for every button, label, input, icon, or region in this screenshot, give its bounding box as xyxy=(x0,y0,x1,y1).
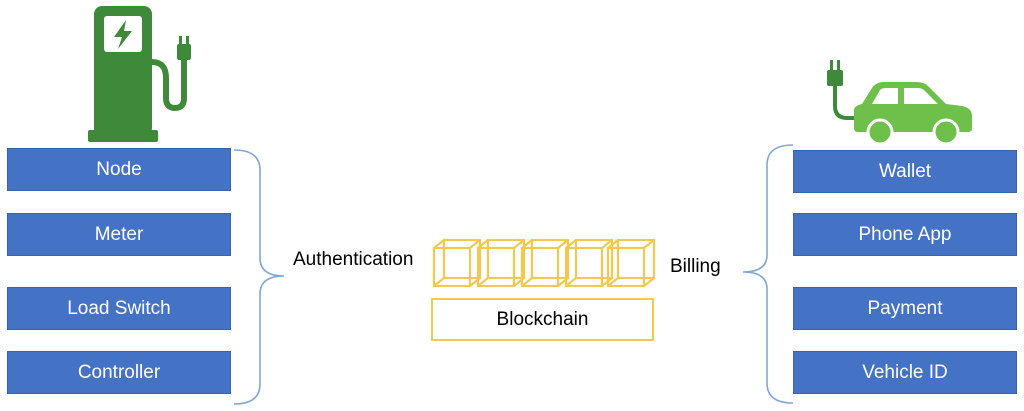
left-curly-bracket xyxy=(233,149,285,405)
phone-app-box: Phone App xyxy=(793,213,1017,256)
vehicle-id-label: Vehicle ID xyxy=(862,361,948,383)
load-switch-label: Load Switch xyxy=(67,297,171,319)
blockchain-box: Blockchain xyxy=(431,298,654,341)
wallet-box: Wallet xyxy=(793,150,1017,193)
vehicle-id-box: Vehicle ID xyxy=(793,351,1017,394)
node-label: Node xyxy=(96,158,142,180)
phone-app-label: Phone App xyxy=(858,223,952,245)
node-box: Node xyxy=(7,148,231,191)
electric-car-icon xyxy=(827,60,972,144)
load-switch-box: Load Switch xyxy=(7,287,231,330)
controller-box: Controller xyxy=(7,351,231,394)
meter-box: Meter xyxy=(7,213,231,256)
billing-label: Billing xyxy=(670,256,721,277)
payment-box: Payment xyxy=(793,287,1017,330)
authentication-label: Authentication xyxy=(293,249,414,270)
meter-label: Meter xyxy=(94,223,144,245)
wallet-label: Wallet xyxy=(878,160,932,182)
blockchain-blocks-icon xyxy=(432,238,656,288)
right-curly-bracket xyxy=(742,144,794,404)
ev-charging-station-icon xyxy=(88,6,191,142)
blockchain-label: Blockchain xyxy=(496,308,589,330)
payment-label: Payment xyxy=(867,297,943,319)
controller-label: Controller xyxy=(77,361,161,383)
